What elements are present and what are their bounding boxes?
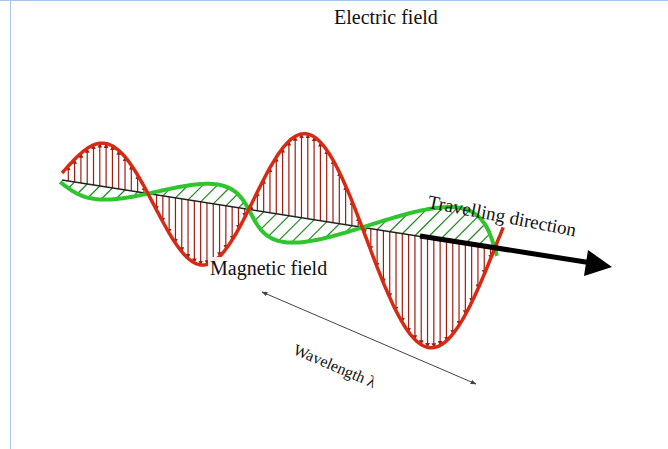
field-label: Electric field xyxy=(334,6,438,28)
field-vector xyxy=(118,150,119,189)
field-vector xyxy=(446,241,447,341)
field-vector xyxy=(301,134,302,218)
field-vector xyxy=(181,199,182,252)
dimension-label: Wavelength λ xyxy=(289,340,380,392)
field-vector xyxy=(395,233,396,311)
field-vector xyxy=(194,201,195,263)
field-vector xyxy=(106,144,107,187)
field-vector xyxy=(433,239,434,348)
field-vector xyxy=(206,203,207,265)
field-vector xyxy=(169,197,170,233)
field-vector xyxy=(440,240,441,346)
field-vector xyxy=(402,234,403,323)
field-vector xyxy=(200,202,201,265)
field-vector xyxy=(112,146,113,188)
field-vector xyxy=(477,246,478,289)
field-vector xyxy=(74,159,75,182)
field-vector xyxy=(288,141,289,216)
field-vector xyxy=(261,214,277,230)
field-vector xyxy=(458,243,459,326)
field-vector xyxy=(225,206,226,249)
field-vector xyxy=(213,204,214,262)
frame-border xyxy=(0,0,668,1)
field-vector xyxy=(93,145,94,185)
field-vector xyxy=(201,185,218,202)
field-vector xyxy=(452,242,453,334)
field-vector xyxy=(320,142,321,221)
field-vector xyxy=(339,172,340,224)
field-vector xyxy=(427,238,428,348)
field-vector xyxy=(295,136,296,216)
field-vector xyxy=(389,232,390,298)
field-vector xyxy=(471,245,472,303)
field-vector xyxy=(131,165,132,191)
field-vector xyxy=(414,236,415,340)
field-vector xyxy=(326,150,327,222)
field-vector xyxy=(345,186,346,225)
field-vector xyxy=(276,157,277,214)
direction-arrowhead xyxy=(584,250,612,276)
field-vector xyxy=(421,237,422,345)
field-vector xyxy=(465,244,466,315)
field-vector xyxy=(332,160,333,223)
field-vector xyxy=(213,188,229,204)
field-vector xyxy=(307,134,308,219)
field-vector xyxy=(408,235,409,332)
frame-border xyxy=(10,0,11,449)
field-vector xyxy=(465,224,484,243)
field-vector xyxy=(263,180,264,212)
field-label: Magnetic field xyxy=(208,257,329,279)
field-vector xyxy=(232,207,233,240)
field-vector xyxy=(226,194,238,206)
propagation-axis xyxy=(62,180,430,238)
field-vector xyxy=(383,231,384,283)
field-vector xyxy=(282,148,283,215)
field-vector xyxy=(175,198,176,243)
field-vector xyxy=(124,157,125,190)
field-vector xyxy=(269,168,270,213)
field-vector xyxy=(187,200,188,258)
field-vector xyxy=(219,205,220,257)
direction-arrow xyxy=(420,236,592,263)
field-vector xyxy=(99,143,100,186)
field-vector xyxy=(87,148,88,184)
field-vector xyxy=(80,153,81,183)
field-vector xyxy=(88,186,100,198)
field-vector xyxy=(313,137,314,220)
field-vector xyxy=(278,218,301,241)
